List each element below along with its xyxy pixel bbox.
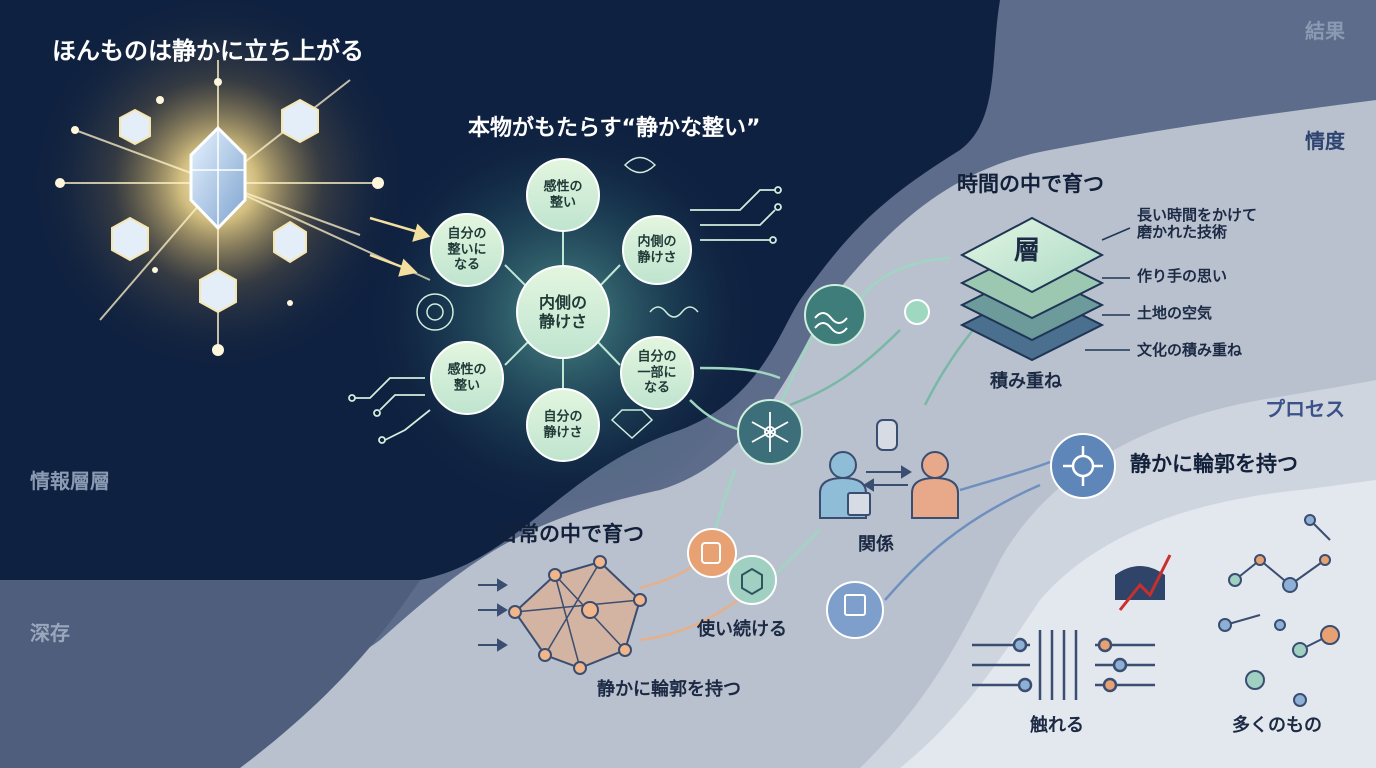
eye-icon [623, 156, 657, 174]
node-right-lower [620, 336, 694, 410]
outline-bottom-label: 静かに輪郭を持つ [597, 679, 741, 700]
page-title: ほんものは静かに立ち上がる [52, 37, 364, 65]
trend-icon [804, 284, 866, 346]
crystal-icons [111, 98, 319, 314]
outline-right-label: 静かに輪郭を持つ [1130, 452, 1298, 476]
node-left-upper [430, 213, 504, 287]
band-lightest [900, 480, 1376, 768]
band-label-process: プロセス [1265, 397, 1345, 421]
slider-bars-icon [972, 630, 1155, 700]
crystal-icon [111, 216, 149, 262]
node-left-lower [430, 341, 504, 415]
crosshair-icon [1050, 433, 1116, 499]
band-label-result: 結果 [1305, 19, 1345, 43]
layer-note-3: 土地の空気 [1137, 304, 1213, 322]
target-icon [199, 268, 237, 314]
diamond-small-icon [610, 409, 654, 440]
node-bottom [526, 388, 600, 462]
layer-note-1: 長い時間をかけて 磨かれた技術 [1137, 206, 1258, 242]
node-right-upper [622, 215, 692, 285]
time-heading: 時間の中で育つ [957, 172, 1104, 196]
hand-document-icon [826, 581, 884, 639]
trend-chart-icon [1115, 554, 1172, 611]
touch-label: 触れる [1030, 715, 1084, 736]
scatter-dots-icon [1218, 514, 1340, 707]
band-label-deep: 深存 [30, 621, 70, 645]
gem-icon [273, 220, 307, 264]
circuit-lines-icon [348, 186, 782, 444]
band-label-info-layer: 情報層層 [30, 469, 110, 493]
node-center [516, 265, 610, 359]
diamond-icon [119, 108, 151, 146]
relation-icon [819, 419, 959, 519]
relation-label: 関係 [858, 534, 894, 555]
layer-char: 層 [1014, 236, 1041, 266]
sun-burst-icon [28, 0, 431, 373]
node-right-upper-label: 内側の 静けさ [637, 234, 677, 265]
ripple-icon [416, 293, 454, 331]
node-right-lower-label: 自分の 一部に なる [637, 349, 677, 396]
stack-label: 積み重ね [990, 371, 1062, 392]
layer-note-2: 作り手の思い [1137, 267, 1228, 285]
daily-heading: 日常の中で育つ [497, 522, 644, 546]
keep-using-label: 使い続ける [697, 619, 787, 640]
band-label-emotion: 情度 [1305, 129, 1345, 153]
band-deep [0, 580, 420, 768]
box-icon [727, 555, 777, 605]
network-blob-icon [478, 555, 647, 675]
node-left-lower-label: 感性の 整い [447, 362, 487, 393]
layer-note-4: 文化の積み重ね [1137, 341, 1243, 359]
wave-icon [649, 306, 699, 318]
section-subtitle: 本物がもたらす“静かな整い” [468, 116, 761, 141]
many-label: 多くのもの [1232, 715, 1322, 736]
sun-arrows [369, 216, 431, 277]
cluster-diagram [348, 115, 782, 515]
layer-stack-icon [959, 216, 1131, 362]
process-icons [687, 284, 1116, 639]
node-top [526, 158, 600, 232]
hand-icon [687, 528, 737, 578]
node-top-label: 感性の 整い [543, 179, 583, 210]
node-center-label: 内側の 静けさ [538, 292, 588, 331]
lightbulb-icon [281, 98, 319, 144]
node-bottom-label: 自分の 静けさ [543, 409, 583, 440]
node-left-upper-label: 自分の 整いに なる [447, 226, 487, 273]
